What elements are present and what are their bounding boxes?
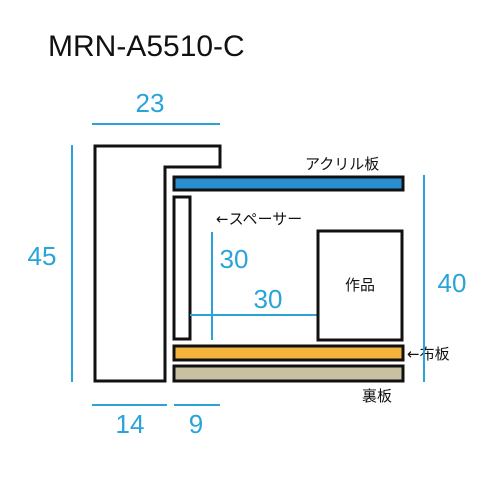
back-board <box>172 364 405 383</box>
acrylic-label: アクリル板 <box>305 155 379 173</box>
frame-profile <box>93 144 222 383</box>
dimension-bottom-left: 14 <box>116 409 145 439</box>
dimension-width-top: 23 <box>136 88 165 118</box>
acrylic-plate <box>172 175 405 192</box>
dimension-bottom-right: 9 <box>189 409 203 439</box>
artwork-label: 作品 <box>345 276 375 294</box>
dimension-inner-depth: 40 <box>438 268 467 298</box>
spacer <box>172 195 192 341</box>
dimension-spacer-depth: 30 <box>254 284 283 314</box>
dimension-height-left: 45 <box>28 241 57 271</box>
cloth-board-label: ←布板 <box>407 345 450 363</box>
back-board-label: 裏板 <box>362 387 392 405</box>
model-title: MRN-A5510-C <box>48 30 245 63</box>
cloth-board <box>172 344 405 362</box>
artwork <box>316 229 404 342</box>
spacer-label: ←スペーサー <box>216 210 302 228</box>
dimension-spacer-height: 30 <box>220 244 249 274</box>
